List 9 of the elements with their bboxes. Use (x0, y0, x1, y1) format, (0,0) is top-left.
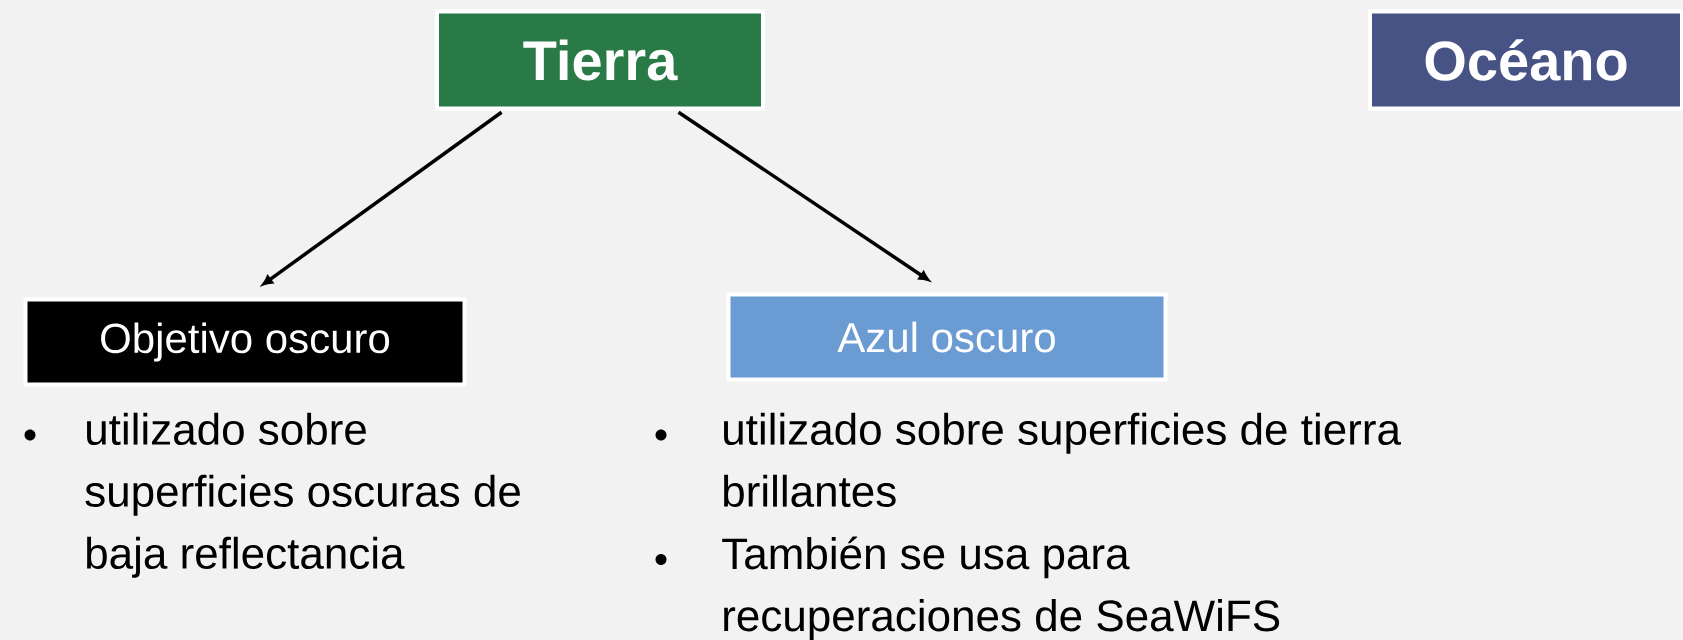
bullet-text: También se usa para recuperaciones de SeaWiFS (722, 536, 1280, 640)
arrow (677, 110, 930, 282)
bullet-text: utilizado sobre superficies de tierra brillantes (724, 412, 1401, 508)
label-box: Objetivo oscuro (23, 297, 467, 387)
bullet-text: utilizado sobre superficies oscuras de baja reflectancia (85, 412, 520, 578)
label-box: Azul oscuro (726, 292, 1168, 382)
label-box: Tierra (435, 9, 765, 111)
label-box: Océano (1368, 9, 1683, 111)
arrow (262, 110, 503, 286)
